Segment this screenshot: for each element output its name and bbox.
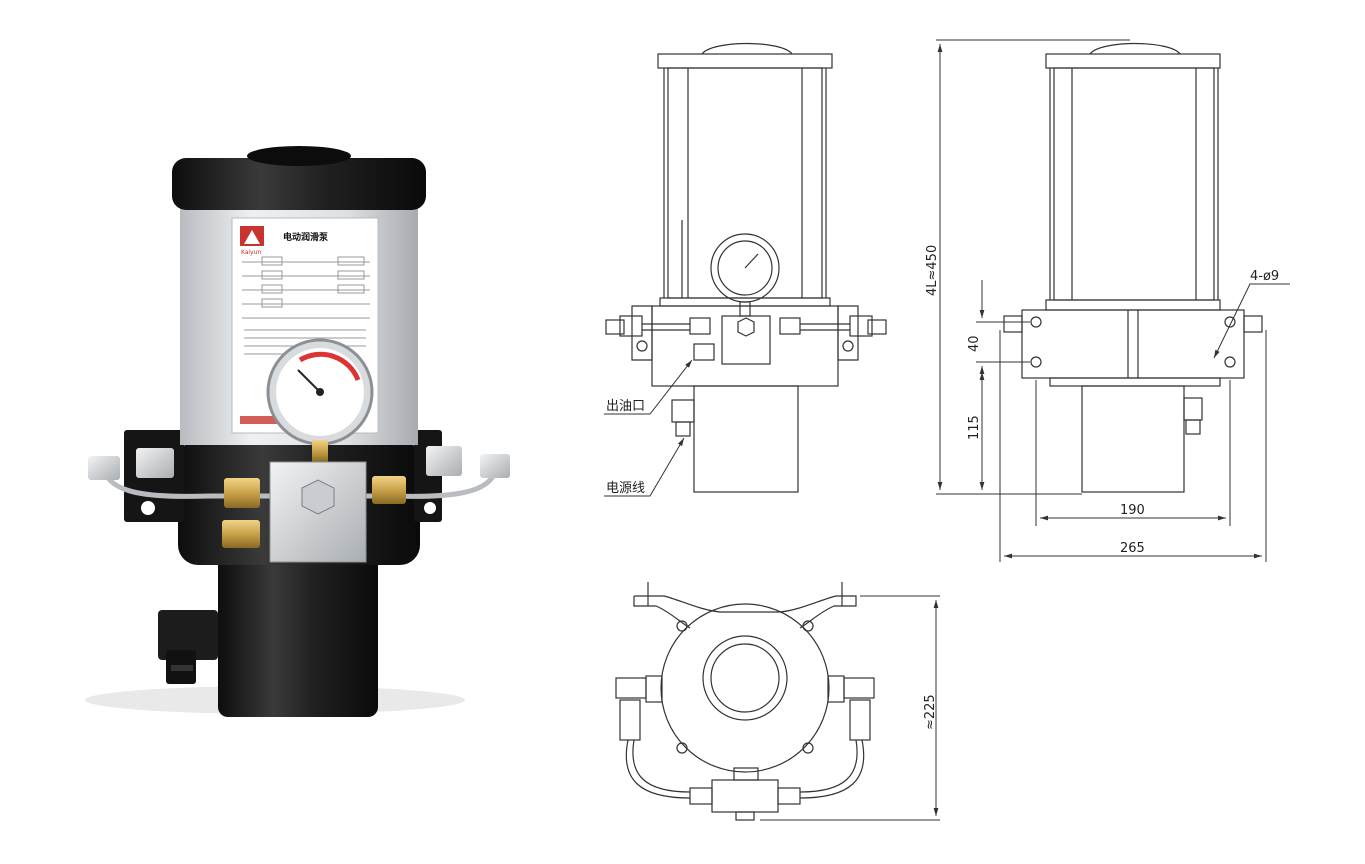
pressure-gauge-photo (266, 338, 374, 462)
side-view-drawing (1003, 42, 1263, 493)
side-view-dimensions (936, 39, 1290, 562)
brand-logo (240, 226, 264, 246)
power-connector-photo (158, 610, 218, 684)
outer-width-dimension: 265 (1120, 541, 1145, 556)
top-view-drawing (615, 582, 875, 821)
height-dimension: 4L≈450 (925, 245, 940, 296)
power-cable-label: 电源线 (606, 481, 645, 496)
front-view-drawing (605, 42, 887, 493)
nameplate-spec-rows (242, 256, 370, 355)
pump-photo: 电动润滑泵 Kaiyun (85, 146, 510, 717)
nameplate-brand: Kaiyun (241, 249, 262, 256)
outlet-label: 出油口 (606, 399, 645, 414)
front-view-leaders (604, 359, 693, 497)
inner-width-dimension: 190 (1120, 503, 1145, 518)
bracket-dimension: 40 (967, 335, 982, 352)
base-dimension: 115 (967, 415, 982, 440)
top-view-dimensions (760, 595, 940, 821)
mounting-hole-note: 4-ø9 (1250, 269, 1279, 284)
depth-dimension: ≈225 (923, 694, 938, 730)
nameplate-title: 电动润滑泵 (283, 231, 329, 243)
